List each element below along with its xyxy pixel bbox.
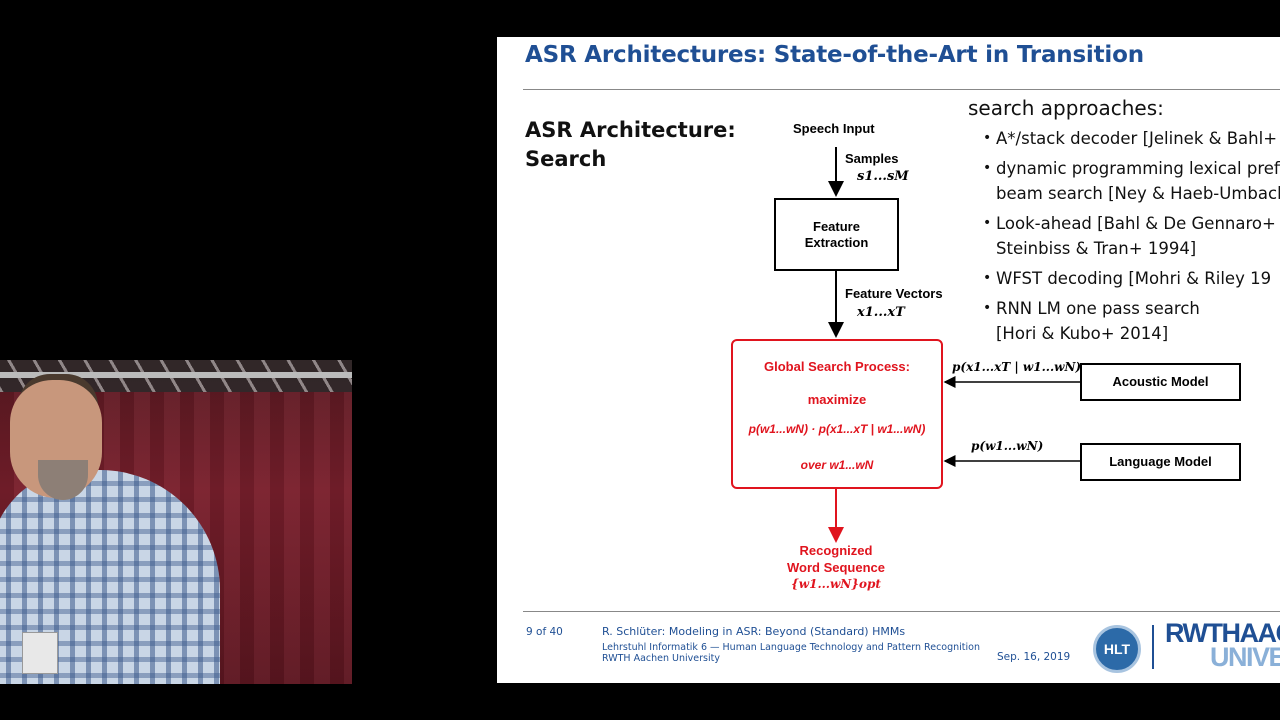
- search-over: over w1...wN: [800, 458, 874, 472]
- speaker-video: [0, 360, 352, 684]
- hlt-logo: HLT: [1093, 625, 1141, 673]
- approach-text-cont: [Hori & Kubo+ 2014]: [996, 324, 1169, 343]
- approach-text-cont: beam search [Ney & Haeb-Umbach: [996, 184, 1280, 203]
- approach-text: A*/stack decoder [Jelinek & Bahl+: [996, 129, 1278, 148]
- stage-truss-bar: [0, 372, 352, 378]
- feature-extraction-line-1: Feature: [813, 218, 860, 234]
- talk-date: Sep. 16, 2019: [997, 651, 1071, 663]
- approaches-heading: search approaches:: [968, 96, 1164, 120]
- subtitle-line-2: Search: [525, 147, 607, 171]
- approach-text: dynamic programming lexical prefix: [996, 159, 1280, 178]
- subtitle-line-1: ASR Architecture:: [525, 118, 736, 142]
- footer-divider: [523, 611, 1280, 612]
- approaches-list: A*/stack decoder [Jelinek & Bahl+ dynami…: [983, 126, 1280, 351]
- feature-extraction-box: Feature Extraction: [774, 198, 899, 271]
- approach-item: dynamic programming lexical prefix beam s…: [983, 156, 1280, 206]
- search-title: Global Search Process:: [764, 359, 910, 374]
- approach-item: A*/stack decoder [Jelinek & Bahl+: [983, 126, 1280, 151]
- approach-text: WFST decoding [Mohri & Riley 19: [996, 269, 1272, 288]
- rwth-logo-line-1: RWTHAAC: [1165, 618, 1280, 648]
- slide-title: ASR Architectures: State-of-the-Art in T…: [525, 42, 1144, 68]
- speaker-badge: [22, 632, 58, 674]
- output-line-1: Recognized: [799, 543, 873, 558]
- output-label: Recognized Word Sequence {w1...wN}opt: [736, 542, 936, 593]
- approach-item: RNN LM one pass search [Hori & Kubo+ 2014…: [983, 296, 1280, 346]
- department: Lehrstuhl Informatik 6 — Human Language …: [602, 642, 980, 653]
- speaker-beard: [38, 460, 88, 500]
- slide-subtitle: ASR Architecture: Search: [525, 116, 745, 174]
- language-probability: p(w1...wN): [971, 439, 1044, 453]
- approach-item: WFST decoding [Mohri & Riley 19: [983, 266, 1280, 291]
- output-line-2: Word Sequence: [786, 560, 885, 575]
- samples-label: Samples: [845, 151, 899, 166]
- search-formula: p(w1...wN) · p(x1...xT | w1...wN): [748, 422, 926, 436]
- university: RWTH Aachen University: [602, 653, 720, 664]
- approach-item: Look-ahead [Bahl & De Gennaro+ Steinbiss …: [983, 211, 1280, 261]
- feature-vectors-expr: x1...xT: [857, 305, 905, 320]
- approach-text: RNN LM one pass search: [996, 299, 1200, 318]
- feature-vectors-label: Feature Vectors: [845, 286, 943, 301]
- language-model-box: Language Model: [1080, 443, 1241, 481]
- talk-title: R. Schlüter: Modeling in ASR: Beyond (St…: [602, 625, 906, 638]
- approach-text-cont: Steinbiss & Tran+ 1994]: [996, 239, 1197, 258]
- acoustic-probability: p(x1...xT | w1...wN): [952, 360, 1082, 374]
- output-expr: {w1...wN}opt: [791, 577, 881, 591]
- logo-divider: [1152, 625, 1154, 669]
- samples-expr: s1...sM: [857, 169, 909, 184]
- presentation-slide: ASR Architectures: State-of-the-Art in T…: [497, 37, 1280, 683]
- approach-text: Look-ahead [Bahl & De Gennaro+: [996, 214, 1276, 233]
- speech-input-label: Speech Input: [793, 121, 875, 136]
- feature-extraction-line-2: Extraction: [804, 234, 869, 250]
- page-number: 9 of 40: [526, 626, 563, 638]
- global-search-box: Global Search Process: maximize p(w1...w…: [731, 339, 943, 489]
- rwth-logo: RWTHAAC UNIVER: [1165, 618, 1280, 672]
- rwth-logo-line-2: UNIVER: [1210, 642, 1280, 672]
- title-divider: [523, 89, 1280, 90]
- search-maximize: maximize: [807, 392, 867, 407]
- acoustic-model-box: Acoustic Model: [1080, 363, 1241, 401]
